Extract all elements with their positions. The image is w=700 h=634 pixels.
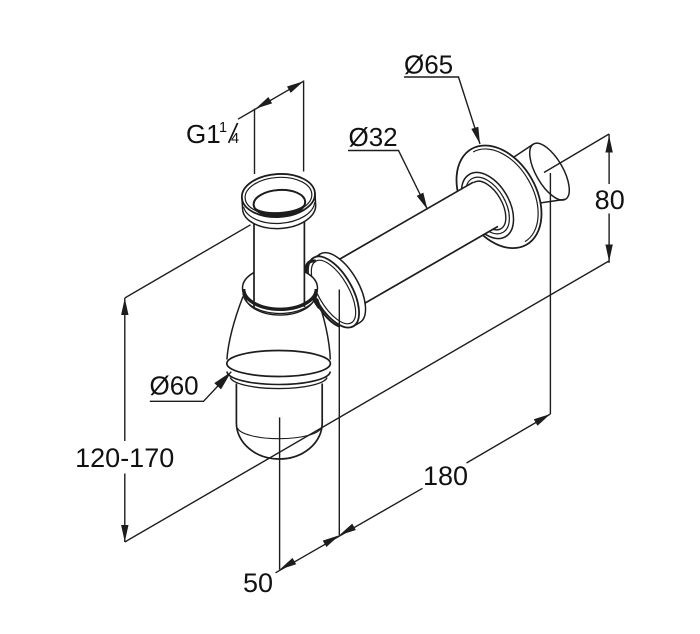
svg-text:Ø60: Ø60 (150, 371, 199, 401)
svg-text:50: 50 (243, 568, 273, 598)
svg-text:4: 4 (231, 131, 239, 147)
svg-text:Ø32: Ø32 (349, 122, 398, 152)
svg-text:120-170: 120-170 (75, 443, 174, 473)
svg-text:180: 180 (423, 461, 468, 491)
svg-text:G1: G1 (186, 119, 221, 149)
svg-text:Ø65: Ø65 (404, 50, 453, 80)
svg-text:1: 1 (219, 120, 227, 136)
svg-text:80: 80 (595, 185, 625, 215)
